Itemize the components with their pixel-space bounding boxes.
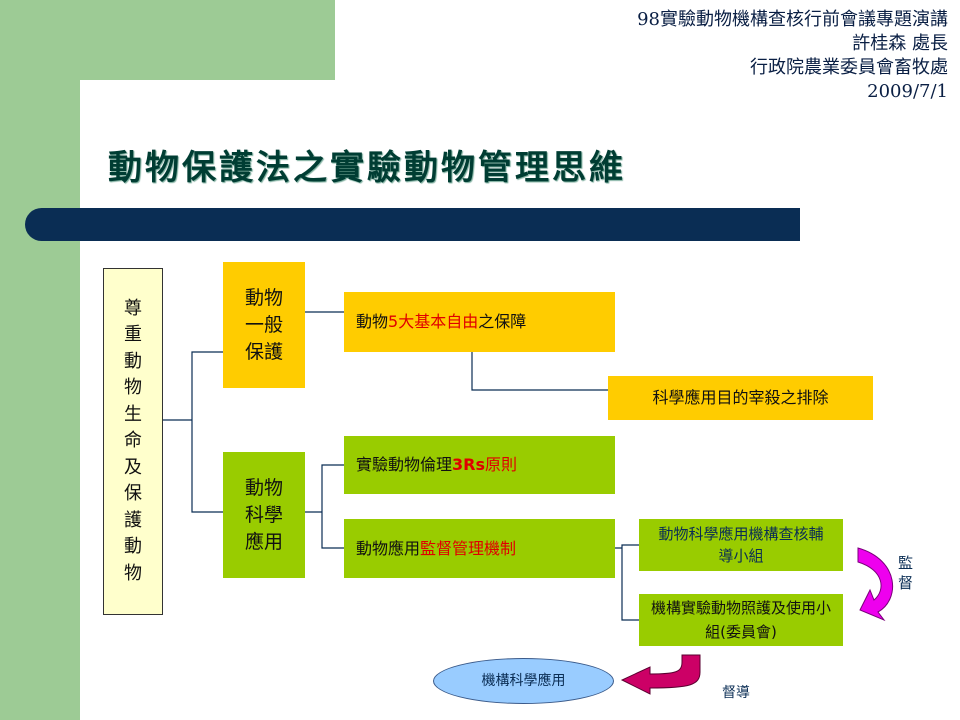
curved-arrow-supervise: [857, 547, 893, 622]
text-highlight: 5大: [388, 312, 415, 331]
text: 實驗動物倫理: [356, 455, 453, 474]
slaughter-exclusion-box: 科學應用目的宰殺之排除: [608, 376, 873, 420]
general-protection-box: 動物一般保護: [223, 262, 305, 388]
institution-ellipse: 機構科學應用: [433, 658, 614, 704]
header-date: 2009/7/1: [867, 81, 948, 102]
page-title: 動物保護法之實驗動物管理思維: [108, 148, 626, 188]
background-corner: [80, 80, 160, 160]
supervise-label: 監督: [898, 554, 914, 592]
text: 動物: [356, 312, 389, 331]
audit-group-box: 動物科學應用機構查核輔導小組: [639, 519, 843, 571]
background-green-top: [0, 0, 335, 80]
root-box: 尊重動物生命及保護動物: [103, 268, 163, 615]
background-green-strip: [0, 0, 80, 720]
title-divider-bar: [25, 208, 800, 241]
science-use-box: 動物科學應用: [223, 452, 305, 578]
header-event: 98實驗動物機構查核行前會議專題演講: [637, 9, 948, 30]
guide-label: 督導: [722, 685, 750, 701]
text-highlight: 基本自由: [414, 312, 479, 331]
text: 動物應用: [356, 538, 421, 558]
text-highlight: 3Rs: [452, 455, 485, 474]
supervision-mechanism-box: 動物應用監督管理機制: [344, 519, 615, 578]
text-highlight: 原則: [485, 455, 518, 474]
header-org: 行政院農業委員會畜牧處: [750, 57, 948, 78]
text: 之保障: [478, 312, 527, 331]
curved-arrow-guide: [620, 654, 701, 695]
iacuc-box: 機構實驗動物照護及使用小組(委員會): [639, 594, 843, 646]
header-speaker: 許桂森 處長: [852, 33, 948, 54]
text-highlight: 監督管理機制: [420, 538, 517, 558]
